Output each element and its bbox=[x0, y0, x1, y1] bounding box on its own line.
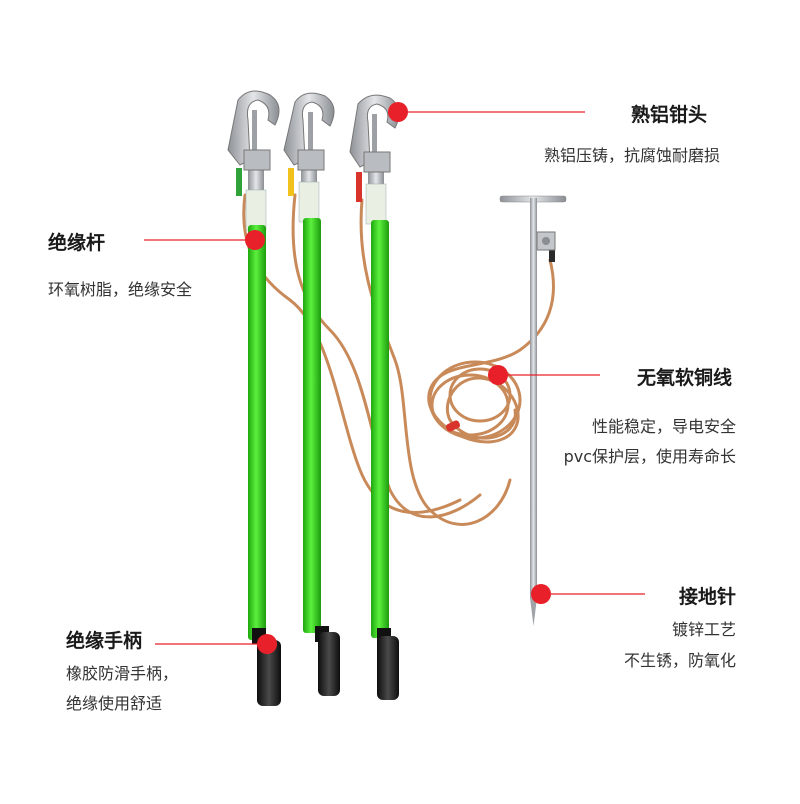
marker-handle bbox=[257, 634, 277, 654]
insulating-rod-2 bbox=[298, 170, 340, 696]
clamp-head-2 bbox=[283, 92, 335, 171]
callout-lines bbox=[144, 111, 645, 645]
marker-clamp-head bbox=[388, 102, 408, 122]
ground-pin-desc-1: 镀锌工艺 bbox=[671, 620, 736, 639]
insulating-rod-3 bbox=[365, 172, 399, 700]
clamp-head-3 bbox=[349, 94, 400, 173]
clamp-head-title: 熟铝钳头 bbox=[630, 104, 707, 126]
handle-desc-2: 绝缘使用舒适 bbox=[66, 694, 163, 713]
callout-markers bbox=[245, 102, 551, 654]
copper-wire-desc-2: pvc保护层，使用寿命长 bbox=[563, 447, 736, 466]
insulating-rod-title: 绝缘杆 bbox=[48, 232, 106, 254]
ground-pin bbox=[499, 195, 567, 626]
ground-pin-title: 接地针 bbox=[678, 586, 736, 608]
clamp-head-1 bbox=[227, 90, 280, 171]
marker-insulating-rod bbox=[245, 230, 265, 250]
marker-copper-wire bbox=[488, 365, 508, 385]
insulating-rod-1 bbox=[245, 170, 281, 706]
copper-wire-title: 无氧软铜线 bbox=[636, 367, 732, 389]
copper-wire-desc-1: 性能稳定，导电安全 bbox=[591, 417, 736, 436]
ground-pin-desc-2: 不生锈，防氧化 bbox=[623, 651, 736, 670]
insulating-rod-desc: 环氧树脂，绝缘安全 bbox=[48, 280, 193, 299]
clamp-head-desc: 熟铝压铸，抗腐蚀耐磨损 bbox=[543, 146, 720, 165]
handle-title: 绝缘手柄 bbox=[66, 630, 143, 652]
marker-ground-pin bbox=[531, 584, 551, 604]
wire-lugs bbox=[236, 168, 555, 432]
handle-desc-1: 橡胶防滑手柄， bbox=[66, 664, 179, 683]
copper-wire bbox=[242, 193, 555, 526]
